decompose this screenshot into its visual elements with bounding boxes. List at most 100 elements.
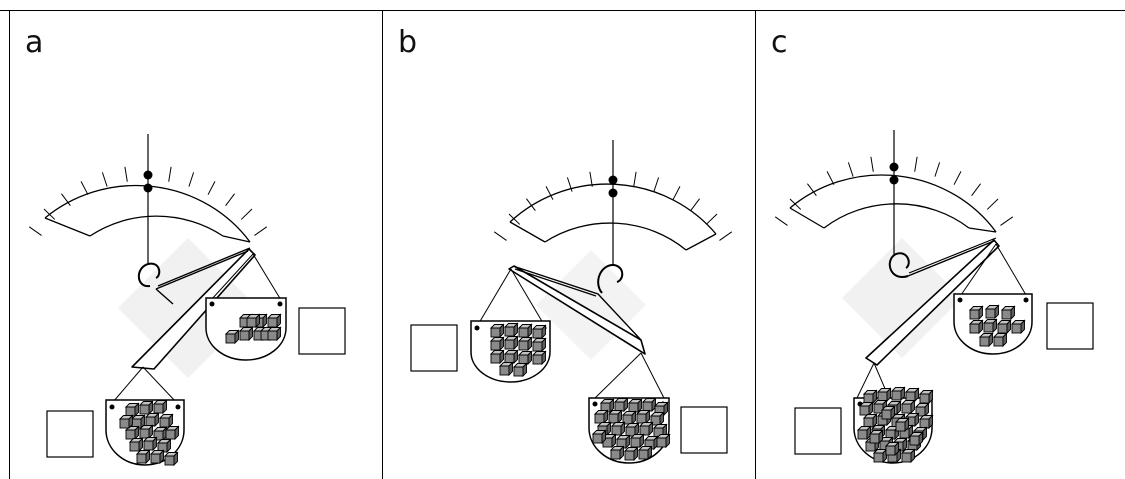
scale-dial-right-edge (968, 227, 997, 233)
cube-pile-left (489, 322, 547, 378)
scale-tick (225, 193, 235, 207)
scale-dial-outer-arc (789, 174, 997, 233)
scale-dial-inner-arc (823, 203, 970, 229)
cube-icon (862, 389, 878, 405)
cube-icon (138, 424, 154, 440)
scale-tick (240, 208, 253, 220)
answer-box-right[interactable] (298, 307, 346, 355)
scale-tick (168, 166, 172, 182)
cube-icon (872, 448, 888, 464)
scale-dial-outer-arc (44, 184, 251, 243)
scale-tick (653, 177, 660, 192)
cube-icon (1000, 305, 1016, 321)
panel-label-a: a (25, 25, 44, 60)
basket-string (592, 352, 642, 401)
cube-icon (512, 362, 528, 378)
scale-dial-left-edge (789, 207, 825, 229)
scale-scene-b (410, 140, 733, 464)
answer-box-left[interactable] (410, 324, 458, 372)
cube-icon (245, 313, 261, 329)
scale-tick (914, 156, 918, 172)
cube-icon (968, 305, 984, 321)
cube-icon (158, 413, 174, 429)
basket-string (640, 352, 666, 401)
cube-icon (992, 332, 1008, 348)
cube-icon (531, 324, 547, 340)
basket-rivet (957, 297, 963, 303)
cube-icon (613, 397, 629, 413)
panel-c: c (756, 10, 1125, 479)
answer-box-left[interactable] (46, 410, 94, 458)
scale-ticks (774, 155, 1014, 226)
answer-box-right[interactable] (680, 406, 728, 454)
cube-icon (996, 319, 1012, 335)
cube-icon (900, 448, 916, 464)
cube-pile-right-2 (245, 313, 282, 342)
scale-tick (847, 162, 854, 177)
basket-string (210, 253, 254, 301)
cube-icon (904, 387, 920, 403)
basket-string (960, 243, 997, 296)
cube-icon (163, 451, 179, 467)
needle-dot-top (889, 162, 899, 172)
cube-icon (128, 437, 144, 453)
cube-icon (609, 445, 625, 461)
scale-tick (526, 198, 536, 212)
cube-icon (591, 429, 607, 445)
cube-icon (653, 401, 669, 417)
cube-icon (641, 397, 657, 413)
scale-tick (545, 186, 554, 200)
scale-tick (807, 183, 817, 197)
cube-icon (858, 401, 874, 417)
cube-icon (918, 389, 934, 405)
answer-box-left[interactable] (794, 407, 842, 455)
cube-icon (655, 433, 671, 449)
basket-string (142, 366, 177, 403)
hanger-hook-icon (888, 252, 910, 279)
cube-icon (156, 438, 172, 454)
scale-tick (934, 162, 941, 177)
cube-icon (142, 436, 158, 452)
basket-rivet (109, 404, 115, 410)
scale-tick (870, 156, 874, 172)
answer-box-right[interactable] (1046, 302, 1094, 350)
cube-icon (498, 361, 514, 377)
cube-icon (489, 336, 505, 352)
panel-a: a (9, 10, 383, 479)
scale-tick (254, 226, 268, 236)
scale-tick (566, 177, 573, 192)
scale-tick (508, 213, 521, 225)
basket-rivet (474, 325, 480, 331)
cube-icon (624, 422, 640, 438)
basket-rivet (592, 401, 598, 407)
cube-icon (531, 337, 547, 353)
scale-dial-right-edge (222, 235, 251, 243)
cube-icon (621, 410, 637, 426)
cube-icon (593, 409, 609, 425)
cube-icon (118, 414, 134, 430)
scale-tick (953, 171, 962, 185)
cube-pile-right (591, 397, 671, 462)
cube-icon (862, 413, 878, 429)
basket-rivet (175, 404, 181, 410)
scale-scene-a (28, 134, 346, 467)
hanger-top-bar (512, 265, 642, 341)
cube-icon (130, 414, 146, 430)
cube-pile-left (856, 386, 934, 464)
hanger-hook-icon (137, 262, 161, 288)
scale-tick (493, 231, 507, 241)
scale-tick (633, 171, 637, 187)
cube-icon (978, 332, 994, 348)
scale-tick (101, 172, 108, 187)
scale-dial-right-edge (685, 233, 717, 251)
cube-icon (489, 349, 505, 365)
hanger-shoulder (155, 288, 174, 305)
scale-tick (80, 181, 89, 195)
cube-icon (610, 421, 626, 437)
cube-icon (627, 398, 643, 414)
cube-icon (884, 441, 900, 457)
cube-icon (503, 322, 519, 338)
cube-icon (876, 387, 892, 403)
basket-string (112, 366, 144, 403)
needle-dot-bottom (143, 183, 153, 193)
